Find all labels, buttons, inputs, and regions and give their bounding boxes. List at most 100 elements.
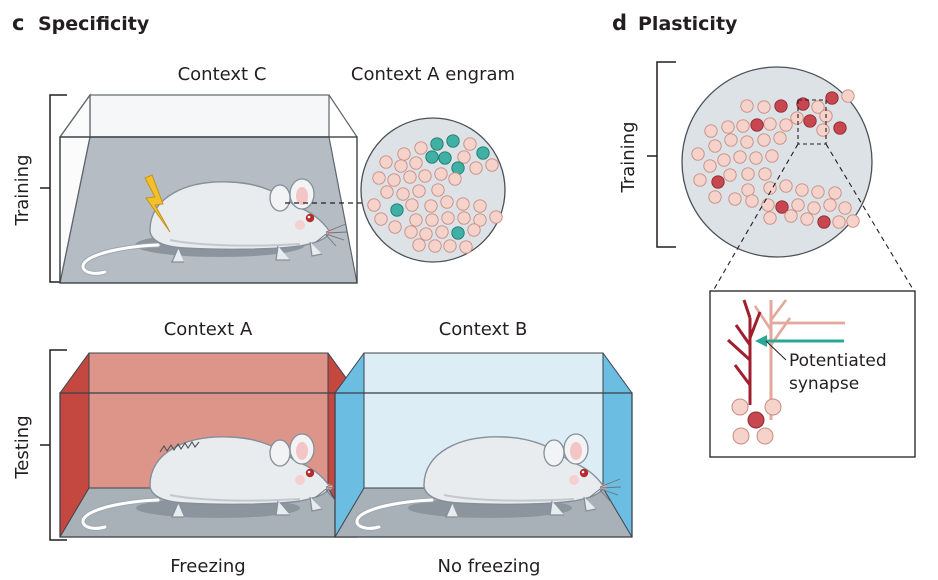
cell-icon [403, 170, 417, 184]
cell-icon [828, 186, 842, 200]
cell-icon [763, 117, 777, 131]
synapse-arrowhead-icon [755, 335, 767, 347]
cell-icon [425, 213, 439, 227]
cell-icon [443, 239, 457, 253]
cell-icon [736, 119, 750, 133]
cell-icon [424, 199, 438, 213]
no-freezing-label: No freezing [438, 556, 541, 577]
cell-icon [476, 146, 490, 160]
cell-icon [457, 150, 471, 164]
cell-icon [763, 181, 777, 195]
cell-icon [467, 223, 481, 237]
cell-icon [723, 168, 737, 182]
cell-icon [441, 211, 455, 225]
cell-icon [418, 169, 432, 183]
cell-icon [711, 175, 725, 189]
cell-icon [741, 167, 755, 181]
cell-icon [775, 200, 789, 214]
cell-icon [761, 198, 775, 212]
cell-icon [390, 203, 404, 217]
panel-d-title: Plasticity [638, 13, 738, 35]
cell-icon [414, 141, 428, 155]
cell-icon [394, 159, 408, 173]
cell-icon [823, 198, 837, 212]
cell-icon [708, 190, 722, 204]
cell-icon [485, 158, 499, 172]
cell-icon [396, 187, 410, 201]
cell-icon [832, 215, 846, 229]
cell-icon [446, 134, 460, 148]
cell-icon [763, 211, 777, 225]
cell-icon [733, 150, 747, 164]
cell-icon [757, 133, 771, 147]
zoom-line-left [712, 143, 799, 292]
cell-icon [838, 201, 852, 215]
cell-icon [750, 118, 764, 132]
cell-icon [745, 194, 759, 208]
cell-icon [473, 199, 487, 213]
cell-icon [740, 135, 754, 149]
cell-icon [404, 225, 418, 239]
cell-icon [795, 183, 809, 197]
cell-icon [388, 220, 402, 234]
plasticity-training-label: Training [618, 121, 639, 193]
cell-icon [758, 167, 772, 181]
training-bracket [40, 94, 67, 283]
cell-icon [387, 173, 401, 187]
plasticity-training-bracket [647, 61, 676, 248]
freezing-label: Freezing [170, 556, 245, 577]
cell-icon [757, 100, 771, 114]
cell-icon [372, 171, 386, 185]
cell-icon [409, 156, 423, 170]
potentiated-label: Potentiated [789, 351, 887, 371]
cell-icon [463, 137, 477, 151]
cell-icon [811, 100, 825, 114]
synapse-label: synapse [789, 374, 859, 394]
cell-icon [419, 227, 433, 241]
zoom-selection-box [797, 99, 827, 145]
cell-icon [774, 99, 788, 113]
testing-bracket [40, 349, 67, 541]
cell-icon [800, 212, 814, 226]
cell-icon [457, 211, 471, 225]
cell-icon [796, 97, 810, 111]
cell-icon [428, 239, 442, 253]
context-c-label: Context C [178, 64, 267, 85]
cell-icon [779, 118, 793, 132]
cell-icon [741, 183, 755, 197]
cell-icon [740, 99, 754, 113]
cell-icon [790, 111, 804, 125]
cell-icon [397, 147, 411, 161]
cell-icon [448, 172, 462, 186]
cell-icon [717, 153, 731, 167]
cell-icon [708, 139, 722, 153]
cell-icon [412, 238, 426, 252]
panel-d-letter: d [612, 11, 627, 35]
cell-icon [430, 137, 444, 151]
cell-icon [846, 214, 860, 228]
cell-icon [459, 240, 473, 254]
cell-icon [409, 213, 423, 227]
panel-c-letter: c [12, 11, 24, 35]
cell-icon [691, 147, 705, 161]
cell-icon [811, 185, 825, 199]
lightning-bolt-icon [144, 174, 171, 233]
cell-icon [473, 213, 487, 227]
plasticity-cells [691, 89, 860, 229]
cell-icon [451, 161, 465, 175]
cell-icon [791, 198, 805, 212]
context-b-label: Context B [439, 319, 528, 340]
cell-icon [434, 167, 448, 181]
cell-icon [451, 226, 465, 240]
training-label: Training [12, 154, 33, 226]
cell-icon [841, 89, 855, 103]
cell-icon [765, 149, 779, 163]
testing-label: Testing [12, 415, 33, 479]
panel-c-title: Specificity [38, 13, 150, 35]
cell-icon [807, 201, 821, 215]
engram-cells [367, 134, 503, 254]
cell-icon [440, 195, 454, 209]
context-a-engram-label: Context A engram [351, 64, 515, 85]
cell-icon [784, 209, 798, 223]
